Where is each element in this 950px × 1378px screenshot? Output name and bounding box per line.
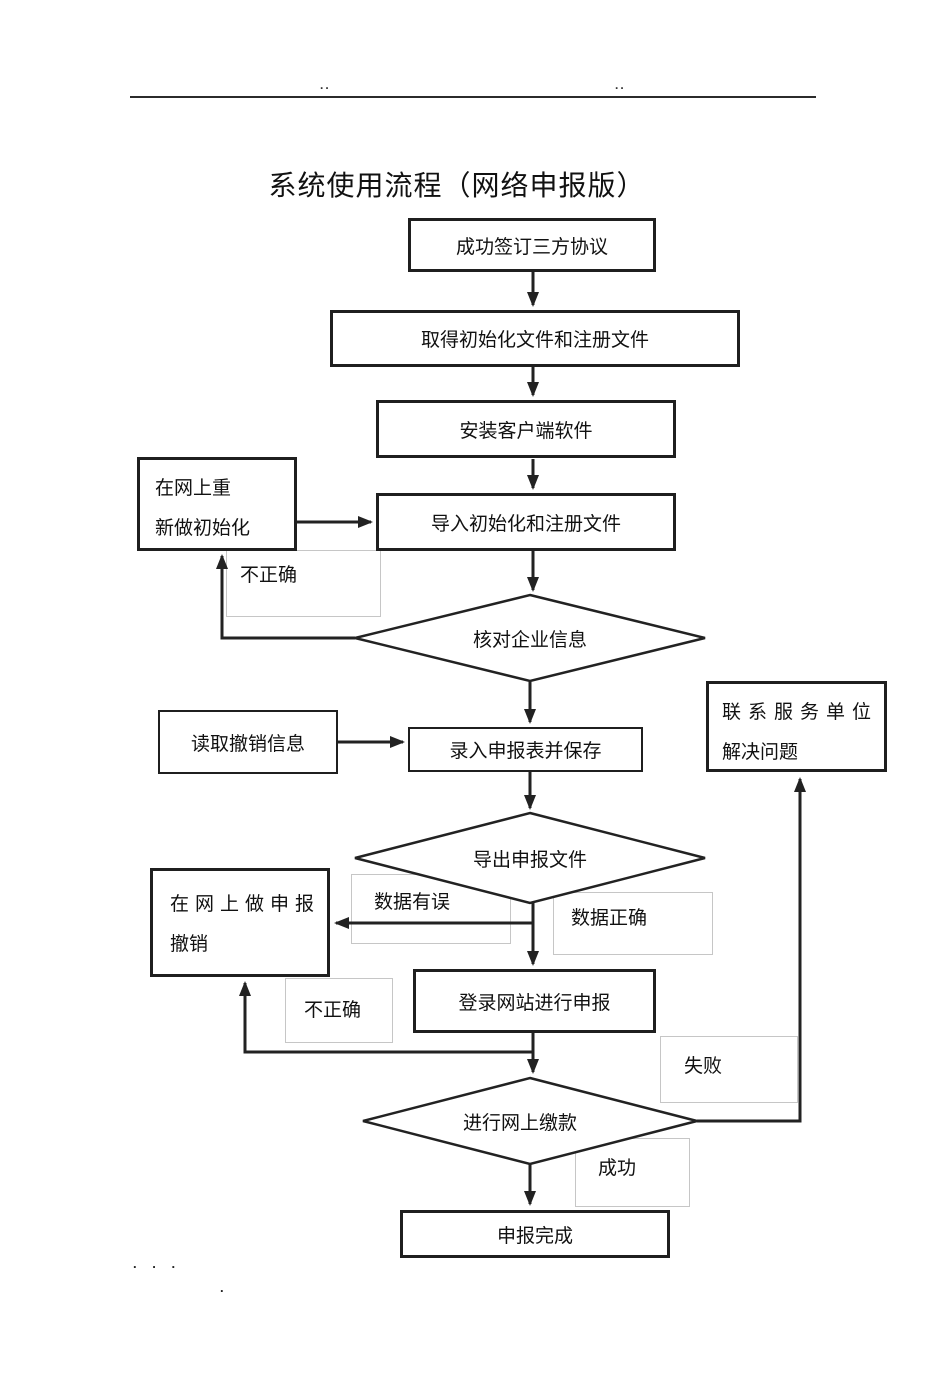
diamond-verify-info	[354, 593, 706, 683]
node-cancel-declaration: 在网上做申报 撤销	[150, 868, 330, 977]
node-label: 导入初始化和注册文件	[430, 513, 621, 535]
arrow-verify-incorrect-to-redo	[216, 554, 355, 640]
edge-label-text: 不正确	[240, 565, 298, 586]
edge-label-fail: 失败	[660, 1036, 798, 1103]
node-read-cancel-info: 读取撤销信息	[158, 710, 338, 774]
node-label: 取得初始化文件和注册文件	[420, 330, 649, 351]
node-enter-form-save: 录入申报表并保存	[408, 727, 643, 772]
node-declare-complete: 申报完成	[400, 1210, 670, 1258]
header-dots-right: ..	[615, 78, 626, 92]
edge-label-data-correct: 数据正确	[553, 892, 713, 955]
node-label-line1: 在网上重	[155, 478, 232, 499]
node-install-client: 安装客户端软件	[376, 400, 676, 458]
edge-label-text: 数据有误	[374, 892, 451, 913]
page-title: 系统使用流程（网络申报版）	[268, 170, 646, 201]
header-rule	[130, 96, 816, 98]
node-label: 申报完成	[496, 1225, 573, 1247]
edge-label-text: 数据正确	[571, 908, 648, 929]
node-redo-init: 在网上重 新做初始化	[137, 457, 297, 551]
arrow-incorrect-to-cancel	[239, 981, 533, 1054]
node-label-line1: 联系服务单位	[722, 702, 879, 723]
node-label: 安装客户端软件	[459, 420, 593, 442]
node-label: 成功签订三方协议	[455, 236, 608, 258]
node-label-line2: 撤销	[170, 934, 209, 955]
node-label-line2: 新做初始化	[155, 518, 251, 539]
edge-label-text: 成功	[598, 1158, 637, 1179]
footer-dot: .	[220, 1280, 224, 1295]
edge-label-incorrect-1: 不正确	[226, 550, 381, 617]
node-import-files: 导入初始化和注册文件	[376, 493, 676, 551]
diamond-pay-online	[362, 1076, 698, 1166]
diamond-export-file	[354, 811, 706, 905]
header-dots-left: ..	[320, 78, 331, 92]
node-label: 登录网站进行申报	[458, 992, 611, 1014]
edge-label-text: 失败	[684, 1056, 723, 1077]
node-label: 读取撤销信息	[190, 733, 305, 755]
footer-dots-row: . . .	[133, 1256, 182, 1271]
node-label: 录入申报表并保存	[449, 741, 602, 762]
edge-label-text: 不正确	[304, 1000, 362, 1021]
node-login-declare: 登录网站进行申报	[413, 969, 656, 1033]
node-contact-service: 联系服务单位 解决问题	[706, 681, 887, 772]
edge-label-incorrect-2: 不正确	[285, 978, 393, 1043]
node-sign-agreement: 成功签订三方协议	[408, 218, 656, 272]
node-obtain-files: 取得初始化文件和注册文件	[330, 310, 740, 367]
arrow-fail-to-contact	[697, 777, 806, 1123]
node-label-line1: 在网上做申报	[170, 894, 321, 915]
node-label-line2: 解决问题	[722, 742, 799, 763]
